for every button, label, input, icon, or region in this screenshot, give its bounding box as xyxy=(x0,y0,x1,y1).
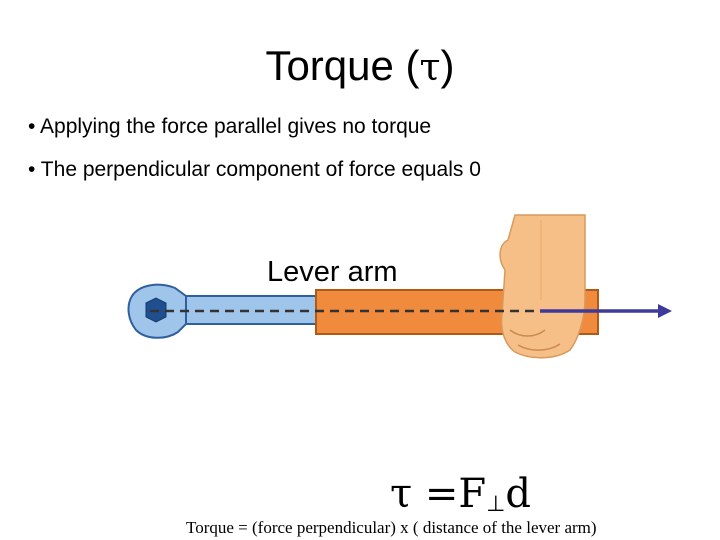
formula-tau: τ xyxy=(390,471,413,517)
title-close-paren: ) xyxy=(440,42,455,89)
hand-icon xyxy=(499,214,586,359)
formula-equals: = xyxy=(424,471,459,517)
formula-perp-symbol: ⊥ xyxy=(486,492,506,517)
torque-formula: τ =F⊥d xyxy=(390,470,531,529)
force-arrow-head xyxy=(658,304,672,318)
formula-caption: Torque = (force perpendicular) x ( dista… xyxy=(186,518,597,537)
lever-arm-label: Lever arm xyxy=(267,256,398,288)
formula-distance: d xyxy=(505,471,531,517)
slide-title: Torque (τ) xyxy=(0,40,720,93)
formula-force: F xyxy=(458,471,487,517)
bullet-perpendicular-component: • The perpendicular component of force e… xyxy=(28,158,481,181)
title-text: Torque ( xyxy=(265,42,420,89)
title-tau-symbol: τ xyxy=(419,45,441,89)
bullet-parallel-force: • Applying the force parallel gives no t… xyxy=(28,115,432,138)
